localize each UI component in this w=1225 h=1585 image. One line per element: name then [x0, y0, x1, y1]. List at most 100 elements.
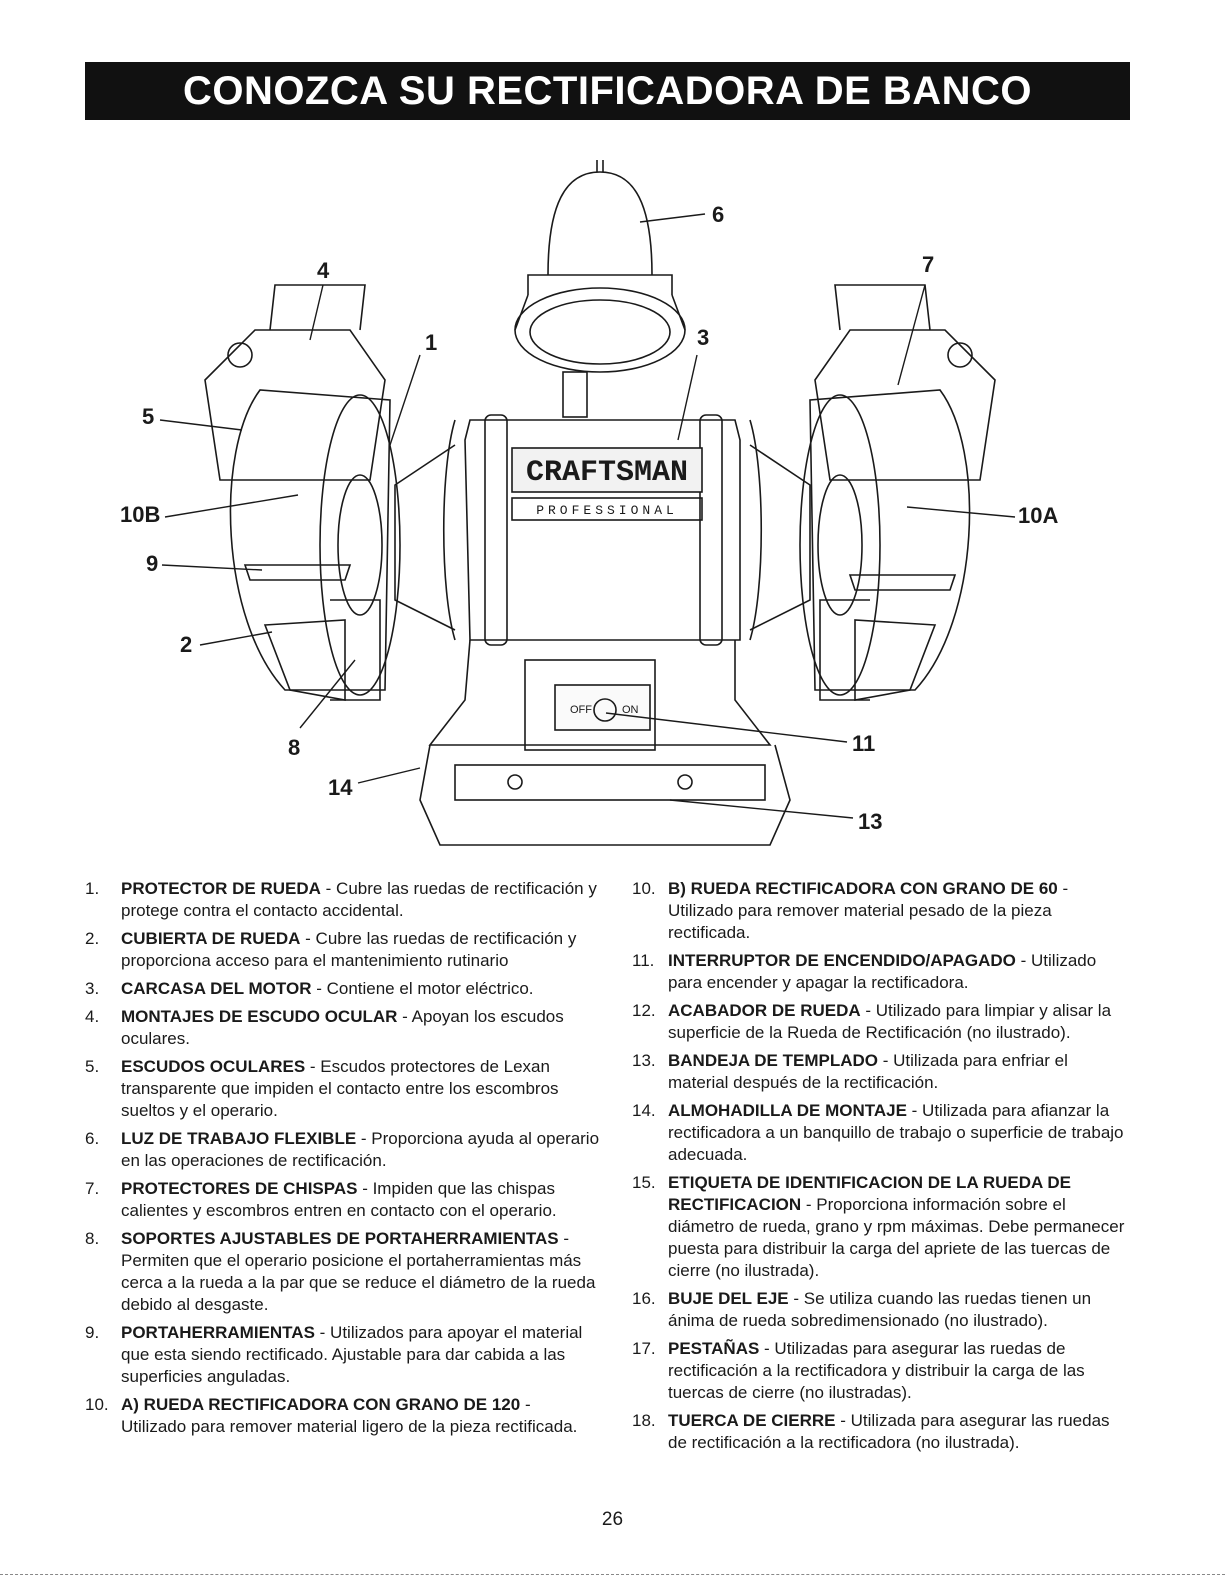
callout-leaders [159, 213, 1016, 819]
item-term: B) RUEDA RECTIFICADORA CON GRANO DE 60 [668, 879, 1058, 898]
callout-11: 11 [852, 731, 875, 756]
item-description: - Utilizada para asegurar las ruedas de … [668, 1411, 1110, 1452]
item-term: PESTAÑAS [668, 1339, 760, 1358]
callout-7: 7 [922, 252, 934, 277]
item-text: B) RUEDA RECTIFICADORA CON GRANO DE 60 -… [668, 878, 1127, 944]
item-term: ALMOHADILLA DE MONTAJE [668, 1101, 907, 1120]
parts-list-item: 11. INTERRUPTOR DE ENCENDIDO/APAGADO - Ut… [632, 950, 1127, 994]
item-text: BUJE DEL EJE - Se utiliza cuando las rue… [668, 1288, 1127, 1332]
item-term: BANDEJA DE TEMPLADO [668, 1051, 878, 1070]
page-title: CONOZCA SU RECTIFICADORA DE BANCO [182, 69, 1033, 113]
brand-sub-logo: PROFESSIONAL [536, 503, 678, 518]
parts-list-item: 8.SOPORTES AJUSTABLES DE PORTAHERRAMIENT… [85, 1228, 600, 1316]
callout-5: 5 [142, 404, 154, 429]
item-number: 11. [632, 951, 655, 970]
item-description: - Se utiliza cuando las ruedas tienen un… [668, 1289, 1092, 1330]
callout-4: 4 [317, 258, 330, 283]
item-term: INTERRUPTOR DE ENCENDIDO/APAGADO [668, 951, 1016, 970]
item-text: A) RUEDA RECTIFICADORA CON GRANO DE 120 … [121, 1394, 600, 1438]
item-number: 10. [85, 1395, 109, 1414]
parts-list-item: 12.ACABADOR DE RUEDA - Utilizado para li… [632, 1000, 1127, 1044]
item-text: INTERRUPTOR DE ENCENDIDO/APAGADO - Utili… [668, 950, 1127, 994]
item-number: 15. [632, 1173, 656, 1192]
item-term: PROTECTORES DE CHISPAS [121, 1179, 358, 1198]
item-text: LUZ DE TRABAJO FLEXIBLE - Proporciona ay… [121, 1128, 600, 1172]
switch-off-label: OFF [570, 704, 592, 716]
item-term: ETIQUETA DE IDENTIFICACION DE LA RUEDA D… [668, 1173, 1071, 1214]
item-text: PORTAHERRAMIENTAS - Utilizados para apoy… [121, 1322, 600, 1388]
item-description: - Escudos protectores de Lexan transpare… [121, 1057, 559, 1120]
item-description: - Apoyan los escudos oculares. [121, 1007, 564, 1048]
item-term: ACABADOR DE RUEDA [668, 1001, 861, 1020]
item-term: PORTAHERRAMIENTAS [121, 1323, 315, 1342]
item-text: CARCASA DEL MOTOR - Contiene el motor el… [121, 978, 600, 1000]
item-text: ACABADOR DE RUEDA - Utilizado para limpi… [668, 1000, 1127, 1044]
callout-10b: 10B [120, 502, 160, 527]
parts-list-item: 5. ESCUDOS OCULARES - Escudos protectores… [85, 1056, 600, 1122]
bench-grinder-diagram: CRAFTSMAN PROFESSIONAL [100, 150, 1120, 865]
item-term: CUBIERTA DE RUEDA [121, 929, 301, 948]
motor-housing: CRAFTSMAN PROFESSIONAL [394, 414, 811, 646]
item-term: TUERCA DE CIERRE [668, 1411, 836, 1430]
callout-3: 3 [697, 325, 709, 350]
parts-list-item: 2. CUBIERTA DE RUEDA - Cubre las ruedas d… [85, 928, 600, 972]
item-term: ESCUDOS OCULARES [121, 1057, 306, 1076]
item-description: - Utilizadas para asegurar las ruedas de… [668, 1339, 1085, 1402]
callout-8: 8 [288, 735, 300, 760]
item-term: BUJE DEL EJE [668, 1289, 789, 1308]
item-text: MONTAJES DE ESCUDO OCULAR - Apoyan los e… [121, 1006, 600, 1050]
parts-list-item: 18. TUERCA DE CIERRE - Utilizada para ase… [632, 1410, 1127, 1454]
item-term: PROTECTOR DE RUEDA [121, 879, 321, 898]
parts-list-right: 10. B) RUEDA RECTIFICADORA CON GRANO DE 6… [632, 878, 1127, 1460]
parts-list-item: 6. LUZ DE TRABAJO FLEXIBLE - Proporciona … [85, 1128, 600, 1172]
item-text: ESCUDOS OCULARES - Escudos protectores d… [121, 1056, 600, 1122]
item-number: 17. [632, 1339, 656, 1358]
item-description: - Proporciona ayuda al operario en las o… [121, 1129, 600, 1170]
item-number: 6. [85, 1129, 100, 1148]
parts-list-item: 10. A) RUEDA RECTIFICADORA CON GRANO DE 1… [85, 1394, 600, 1438]
item-text: TUERCA DE CIERRE - Utilizada para asegur… [668, 1410, 1127, 1454]
bottom-divider [0, 1574, 1225, 1575]
callout-13: 13 [858, 809, 882, 834]
item-description: - Impiden que las chispas calientes y es… [121, 1179, 557, 1220]
item-description: - Cubre las ruedas de rectificación y pr… [121, 879, 597, 920]
item-description: - Permiten que el operario posicione el … [121, 1229, 596, 1314]
right-wheel-assembly [799, 284, 996, 701]
item-number: 5. [85, 1057, 100, 1076]
callout-6: 6 [712, 202, 724, 227]
parts-list-item: 13. BANDEJA DE TEMPLADO - Utilizada para … [632, 1050, 1127, 1094]
parts-list-item: 7.PROTECTORES DE CHISPAS - Impiden que l… [85, 1178, 600, 1222]
item-number: 9. [85, 1323, 100, 1342]
item-number: 1. [85, 879, 100, 898]
grinder-base: OFF ON [419, 639, 791, 846]
item-description: - Utilizada para enfriar el material des… [668, 1051, 1068, 1092]
parts-list-item: 9. PORTAHERRAMIENTAS - Utilizados para ap… [85, 1322, 600, 1388]
switch-on-label: ON [622, 704, 639, 716]
parts-list-item: 3. CARCASA DEL MOTOR - Contiene el motor … [85, 978, 600, 1000]
parts-list-left: 1. PROTECTOR DE RUEDA - Cubre las ruedas … [85, 878, 600, 1444]
item-number: 14. [632, 1101, 656, 1120]
parts-list-item: 14. ALMOHADILLA DE MONTAJE - Utilizada pa… [632, 1100, 1127, 1166]
item-description: - Proporciona información sobre el diáme… [668, 1195, 1125, 1280]
item-description: - Utilizado para remover material ligero… [121, 1395, 578, 1436]
item-number: 2. [85, 929, 100, 948]
parts-list-item: 16.BUJE DEL EJE - Se utiliza cuando las … [632, 1288, 1127, 1332]
item-text: PROTECTOR DE RUEDA - Cubre las ruedas de… [121, 878, 600, 922]
callout-1: 1 [425, 330, 437, 355]
item-number: 18. [632, 1411, 656, 1430]
work-light [514, 160, 686, 418]
item-text: PROTECTORES DE CHISPAS - Impiden que las… [121, 1178, 600, 1222]
parts-list-item: 1. PROTECTOR DE RUEDA - Cubre las ruedas … [85, 878, 600, 922]
item-description: - Utilizado para remover material pesado… [668, 879, 1069, 942]
item-description: - Utilizada para afianzar la rectificado… [668, 1101, 1124, 1164]
item-description: - Cubre las ruedas de rectificación y pr… [121, 929, 577, 970]
item-description: - Utilizado para limpiar y alisar la sup… [668, 1001, 1112, 1042]
item-number: 4. [85, 1007, 100, 1026]
parts-list-item: 15. ETIQUETA DE IDENTIFICACION DE LA RUED… [632, 1172, 1127, 1282]
item-number: 8. [85, 1229, 100, 1248]
item-number: 13. [632, 1051, 656, 1070]
item-number: 10. [632, 879, 656, 898]
parts-list-item: 10. B) RUEDA RECTIFICADORA CON GRANO DE 6… [632, 878, 1127, 944]
item-number: 3. [85, 979, 100, 998]
item-description: - Utilizados para apoyar el material que… [121, 1323, 583, 1386]
